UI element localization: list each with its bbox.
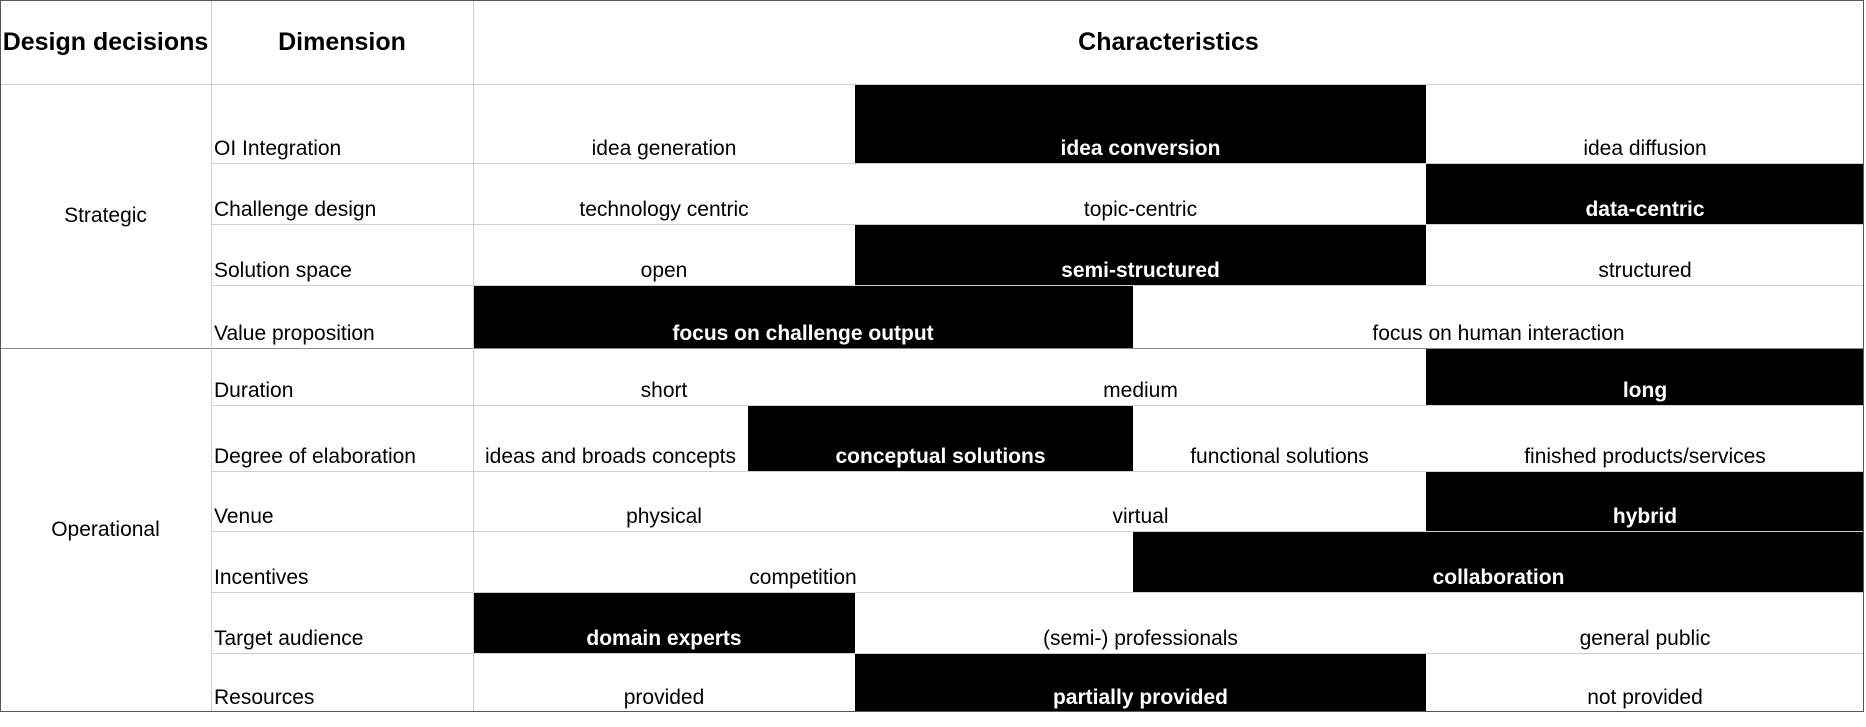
group-divider <box>0 348 1864 349</box>
characteristic-cell: virtual <box>1112 505 1169 528</box>
characteristic-cell-selected: focus on challenge output <box>473 285 1133 348</box>
grid-line <box>211 224 1864 225</box>
header-design-decisions: Design decisions <box>2 27 209 56</box>
characteristic-cell: ideas and broads concepts <box>484 445 736 468</box>
dimension-duration: Duration <box>214 379 294 402</box>
characteristic-cell-selected: partially provided <box>855 653 1426 712</box>
dimension-target-audience: Target audience <box>214 627 364 650</box>
characteristic-cell: medium <box>1103 379 1178 402</box>
dimension-resources: Resources <box>214 686 315 709</box>
grid-line <box>473 0 474 712</box>
characteristic-cell: not provided <box>1587 686 1703 709</box>
dimension-venue: Venue <box>214 505 274 528</box>
characteristic-cell: focus on human interaction <box>1372 322 1625 345</box>
grid-line <box>211 471 1864 472</box>
characteristic-cell: topic-centric <box>1083 198 1198 221</box>
characteristic-cell: short <box>640 379 688 402</box>
dimension-oi-integration: OI Integration <box>214 137 342 160</box>
characteristic-cell: functional solutions <box>1190 445 1369 468</box>
characteristic-cell: (semi-) professionals <box>1043 627 1238 650</box>
characteristic-cell: idea diffusion <box>1583 137 1707 160</box>
grid-line <box>211 405 1864 406</box>
characteristic-cell: provided <box>623 686 705 709</box>
characteristic-cell: technology centric <box>579 198 749 221</box>
characteristic-cell: open <box>640 259 688 282</box>
dimension-challenge-design: Challenge design <box>214 198 377 221</box>
characteristic-cell: physical <box>626 505 702 528</box>
characteristic-cell-selected: semi-structured <box>855 224 1426 285</box>
characteristic-cell: general public <box>1579 627 1711 650</box>
characteristic-cell: competition <box>749 566 857 589</box>
grid-line <box>0 84 1864 85</box>
dimension-value-proposition: Value proposition <box>214 322 375 345</box>
characteristic-cell-selected: domain experts <box>473 592 855 653</box>
grid-line <box>211 0 212 712</box>
characteristic-cell: finished products/services <box>1524 445 1766 468</box>
characteristic-cell-selected: long <box>1426 348 1864 405</box>
characteristic-cell-selected: hybrid <box>1426 471 1864 531</box>
grid-line <box>211 653 1864 654</box>
grid-line <box>211 592 1864 593</box>
characteristic-cell-selected: data-centric <box>1426 163 1864 224</box>
dimension-solution-space: Solution space <box>214 259 352 282</box>
header-characteristics: Characteristics <box>1078 27 1259 56</box>
grid-line <box>211 163 1864 164</box>
grid-line <box>211 285 1864 286</box>
characteristic-cell-selected: conceptual solutions <box>748 405 1133 471</box>
header-dimension: Dimension <box>278 27 406 56</box>
characteristic-cell-selected: idea conversion <box>855 84 1426 163</box>
group-operational: Operational <box>51 518 160 541</box>
dimension-incentives: Incentives <box>214 566 309 589</box>
characteristic-cell-selected: collaboration <box>1133 531 1864 592</box>
group-strategic: Strategic <box>64 204 147 227</box>
characteristic-cell: idea generation <box>591 137 737 160</box>
dimension-degree-of-elaboration: Degree of elaboration <box>214 445 416 468</box>
characteristic-cell: structured <box>1598 259 1692 282</box>
grid-line <box>211 531 1864 532</box>
